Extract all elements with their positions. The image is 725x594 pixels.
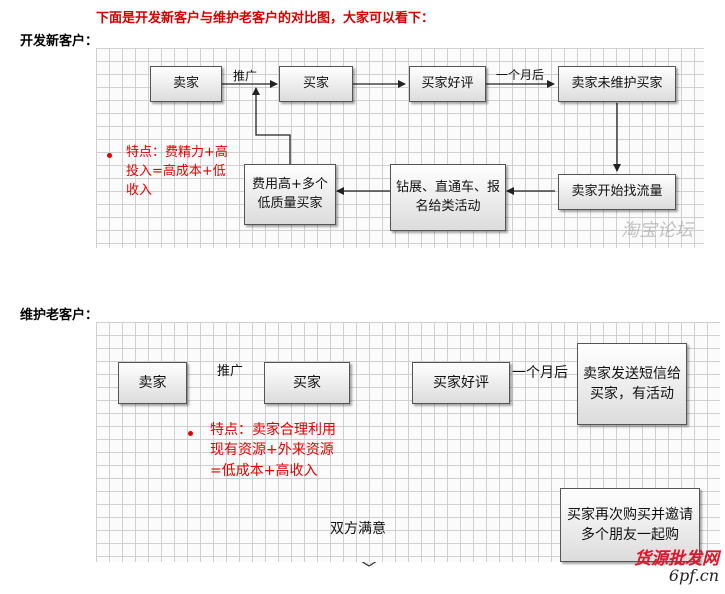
s2-sms-node: 卖家发送短信给买家，有活动 — [577, 343, 687, 425]
s2-note: 特点：卖家合理利用现有资源+外来资源=低成本+高收入 — [210, 422, 336, 479]
s2-month-label: 一个月后 — [512, 365, 568, 381]
s1-month-label: 一个月后 — [496, 68, 545, 82]
brand-watermark: 货源批发网 — [634, 549, 719, 569]
site-watermark: 6pf.cn — [668, 566, 719, 585]
s1-promote-label: 推广 — [233, 69, 258, 83]
s1-note: 特点：费精力+高投入=高成本+低收入 — [126, 145, 228, 198]
section1-heading: 开发新客户： — [20, 34, 99, 49]
s2-good-review-node: 买家好评 — [412, 362, 510, 404]
section2-heading: 维护老客户： — [20, 308, 99, 323]
page-title: 下面是开发新客户与维护老客户的对比图，大家可以看下： — [96, 11, 435, 26]
s2-rebuy-node: 买家再次购买并邀请多个朋友一起购 — [560, 488, 700, 562]
s1-promo-node: 钻展、直通车、报名给类活动 — [390, 164, 506, 231]
s2-win-win-label: 双方满意 — [330, 521, 386, 537]
forum-watermark: 淘宝论坛 — [621, 220, 693, 241]
s1-buyer-node: 买家 — [279, 66, 353, 102]
s1-good-review-node: 买家好评 — [409, 66, 486, 102]
s1-seek-traffic-node: 卖家开始找流量 — [558, 174, 676, 210]
s1-no-maintain-node: 卖家未维护买家 — [558, 66, 676, 102]
s2-promote-label: 推广 — [217, 364, 244, 379]
s2-buyer-node: 买家 — [264, 362, 350, 404]
s2-seller-node: 卖家 — [118, 362, 187, 404]
s2-note-bullet — [188, 431, 193, 436]
s1-seller-node: 卖家 — [150, 66, 222, 102]
s1-low-quality-node: 费用高+多个低质量买家 — [244, 164, 336, 225]
s1-note-bullet — [107, 153, 112, 158]
